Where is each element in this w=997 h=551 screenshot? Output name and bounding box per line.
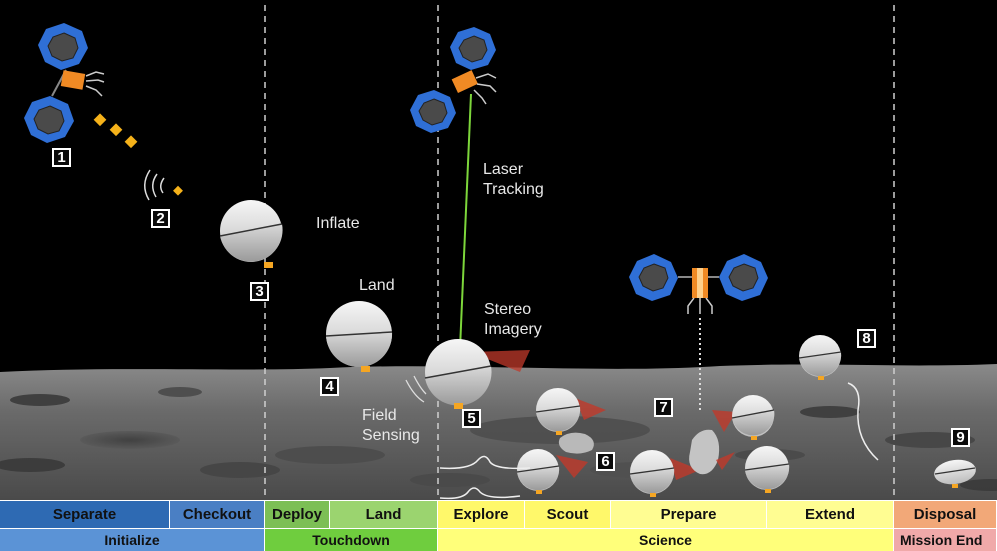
phase-bar-activities: Separate Checkout Deploy Land Explore Sc… — [0, 500, 997, 528]
step-number-9: 9 — [951, 428, 970, 447]
orbiter-prepare — [629, 254, 768, 314]
phase-extend: Extend — [767, 500, 894, 528]
balloon-inflate — [219, 200, 283, 268]
balloon-disposal — [934, 459, 976, 488]
step-number-2: 2 — [151, 209, 170, 228]
balloon-science — [405, 339, 530, 409]
rock-2 — [689, 429, 720, 475]
phase-land: Land — [330, 500, 438, 528]
phase-checkout: Checkout — [170, 500, 265, 528]
phase-prepare: Prepare — [611, 500, 767, 528]
stage-initialize: Initialize — [0, 528, 265, 551]
phase-scout: Scout — [525, 500, 611, 528]
sky-background — [0, 0, 997, 372]
step-number-4: 4 — [320, 377, 339, 396]
label-stereo-imagery: Stereo Imagery — [484, 301, 542, 338]
step-number-3: 3 — [250, 282, 269, 301]
orbiter-laser — [410, 27, 497, 133]
balloon-extend — [798, 335, 879, 461]
scout-balloons — [516, 388, 606, 494]
step-number-7: 7 — [654, 398, 673, 417]
label-field-sensing: Field Sensing — [362, 407, 420, 444]
label-laser-tracking: Laser Tracking — [483, 161, 544, 198]
phase-disposal: Disposal — [894, 500, 997, 528]
phase-separate: Separate — [0, 500, 170, 528]
signal-waves-icon — [144, 169, 165, 201]
stage-touchdown: Touchdown — [265, 528, 438, 551]
scope-braces — [439, 455, 531, 500]
step-number-6: 6 — [596, 452, 615, 471]
phase-explore: Explore — [438, 500, 525, 528]
step-number-1: 1 — [52, 148, 71, 167]
phase-deploy: Deploy — [265, 500, 330, 528]
prepare-balloons — [629, 395, 790, 497]
label-inflate: Inflate — [316, 215, 360, 232]
step-number-8: 8 — [857, 329, 876, 348]
rock-1 — [558, 432, 594, 454]
label-land: Land — [359, 277, 395, 294]
step-number-5: 5 — [462, 409, 481, 428]
balloon-land — [325, 301, 393, 372]
phase-bar-stages: Initialize Touchdown Science Mission End — [0, 528, 997, 551]
stage-mission-end: Mission End — [894, 528, 997, 551]
stage-science: Science — [438, 528, 894, 551]
orbiter-separate — [24, 23, 105, 143]
